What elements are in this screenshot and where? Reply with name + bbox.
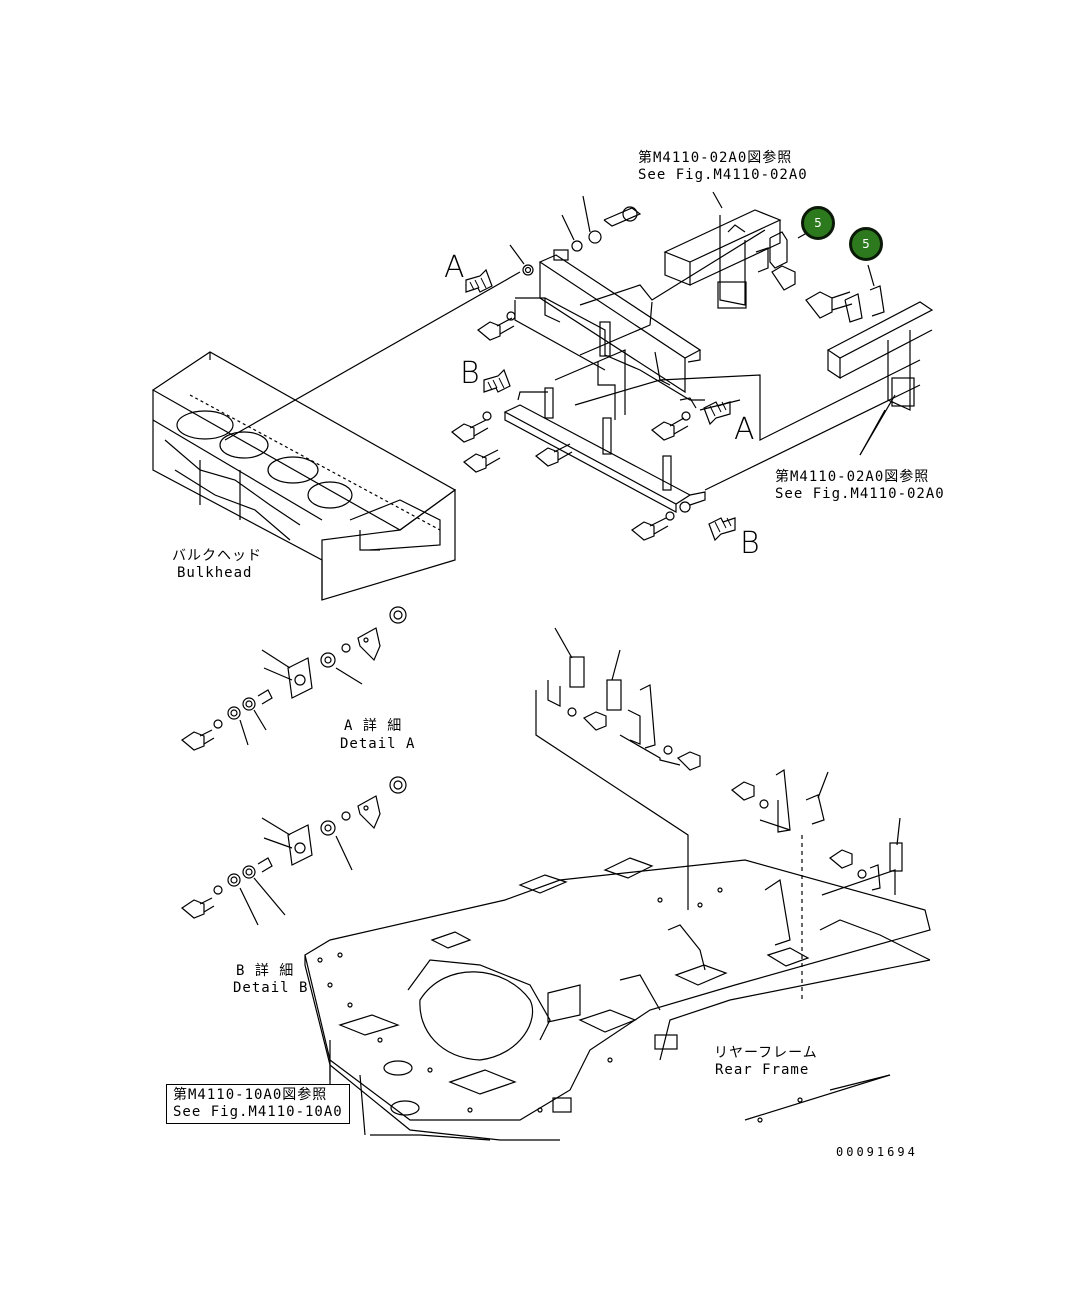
bolt — [476, 311, 516, 341]
detail-a-label-jp: A 詳 細 — [344, 718, 403, 734]
detail-b-exploded — [180, 776, 407, 926]
drawing-number: 00091694 — [836, 1145, 918, 1159]
detail-b-label-jp: B 詳 細 — [236, 963, 295, 979]
view-marker-b-top: B — [460, 356, 480, 391]
view-marker-a-right: A — [734, 412, 755, 447]
view-marker-a-top: A — [444, 250, 465, 285]
bulkhead-label-jp: バルクヘッド — [172, 548, 262, 564]
bolt — [450, 411, 492, 443]
see-fig-mid-en: See Fig.M4110-02A0 — [775, 486, 945, 502]
see-fig-top-jp: 第M4110-02A0図参照 — [638, 150, 793, 166]
upper-bracket-assembly — [450, 195, 706, 541]
bolt — [630, 501, 691, 541]
see-fig-bottom-en: See Fig.M4110-10A0 — [173, 1104, 343, 1120]
view-arrow-b-bottom — [708, 517, 736, 542]
leader-lines — [224, 229, 921, 441]
rear-frame-label-jp: リヤーフレーム — [714, 1045, 818, 1061]
see-fig-top-en: See Fig.M4110-02A0 — [638, 167, 808, 183]
bulkhead — [151, 351, 457, 601]
callout-badge[interactable]: 5 — [849, 227, 883, 261]
see-fig-bottom-box: 第M4110-10A0図参照 See Fig.M4110-10A0 — [166, 1084, 350, 1124]
see-fig-bottom-jp: 第M4110-10A0図参照 — [173, 1087, 328, 1103]
view-arrow-b-top — [483, 368, 511, 393]
ref-leader — [859, 394, 896, 456]
view-arrow-a-right — [703, 401, 731, 426]
bolt — [462, 449, 501, 473]
detail-b-label-en: Detail B — [233, 980, 309, 996]
view-arrow-a-top — [465, 268, 493, 293]
callout-badge[interactable]: 5 — [801, 206, 835, 240]
see-fig-mid-jp: 第M4110-02A0図参照 — [775, 469, 930, 485]
bolt — [534, 443, 573, 467]
bulkhead-label-en: Bulkhead — [177, 565, 253, 581]
detail-a-label-en: Detail A — [340, 736, 416, 752]
upper-cross-members — [663, 191, 934, 491]
rear-frame — [304, 857, 931, 1141]
rear-frame-label-en: Rear Frame — [715, 1062, 810, 1078]
detail-a-exploded — [180, 606, 407, 751]
rear-frame-mount-parts — [535, 627, 903, 1000]
bolt — [650, 411, 691, 441]
view-marker-b-bottom: B — [740, 526, 760, 561]
